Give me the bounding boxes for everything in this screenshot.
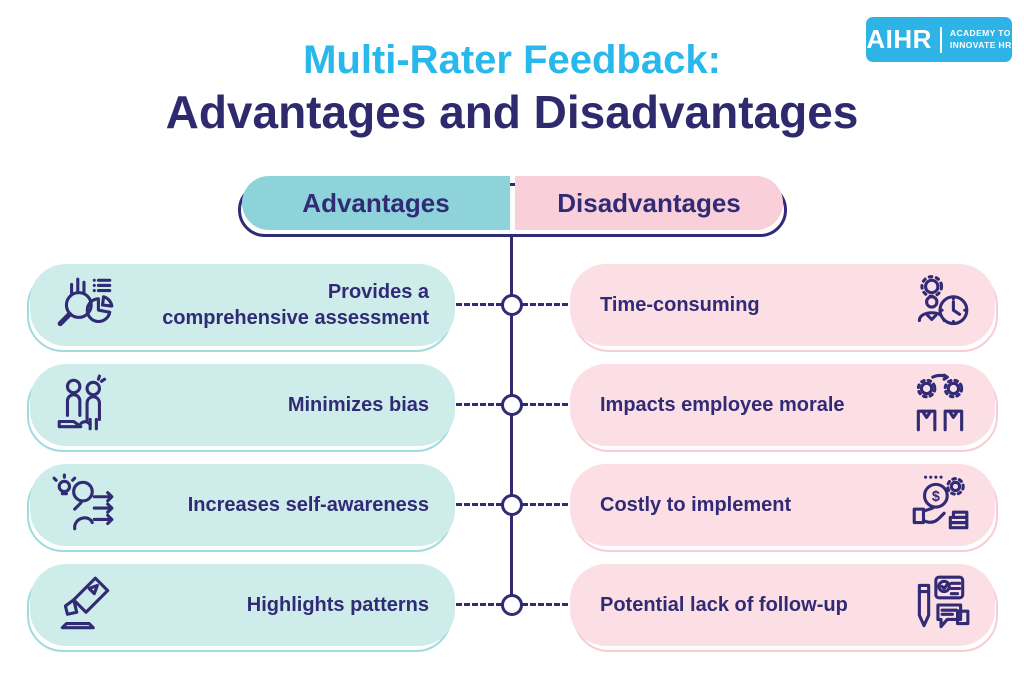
- connector-node: [501, 294, 523, 316]
- disadvantage-label: Costly to implement: [600, 494, 792, 516]
- advantage-card-4: Highlights patterns: [30, 564, 455, 646]
- connector-dash-left: [456, 503, 502, 506]
- logo-tagline-line2: INNOVATE HR: [949, 39, 1012, 50]
- connector-dash-left: [456, 303, 502, 306]
- people-on-hand-icon: [52, 372, 118, 438]
- connector-dash-left: [456, 403, 502, 406]
- people-gears-icon: [907, 372, 973, 438]
- advantage-card-2: Minimizes bias: [30, 364, 455, 446]
- disadvantage-card-4: Potential lack of follow-up: [570, 564, 995, 646]
- advantage-card-1: Provides a comprehensive assessment: [30, 264, 455, 346]
- connector-dash-right: [522, 403, 568, 406]
- connector-dash-left: [456, 603, 502, 606]
- logo-tagline: ACADEMY TO INNOVATE HR: [950, 28, 1012, 50]
- magnifier-analytics-icon: [52, 272, 118, 338]
- disadvantage-label: Time-consuming: [600, 294, 760, 316]
- advantage-label: Highlights patterns: [246, 594, 429, 616]
- column-headers: Advantages Disadvantages: [238, 176, 787, 237]
- advantage-card-3: Increases self-awareness: [30, 464, 455, 546]
- disadvantage-card-3: Costly to implement $: [570, 464, 995, 546]
- document-feedback-icon: [907, 572, 973, 638]
- header-outline-shadow: [238, 183, 787, 237]
- hand-money-gear-icon: $: [907, 472, 973, 538]
- person-clock-icon: [907, 272, 973, 338]
- disadvantages-header: Disadvantages: [515, 176, 783, 230]
- logo-divider: [939, 26, 942, 53]
- center-timeline: [510, 236, 513, 606]
- aihr-logo: AIHR ACADEMY TO INNOVATE HR: [866, 17, 1012, 62]
- advantage-label: Minimizes bias: [287, 394, 429, 416]
- logo-brand-text: AIHR: [866, 24, 932, 54]
- advantages-header: Advantages: [242, 176, 510, 230]
- advantage-label: Provides a comprehensive assessment: [162, 281, 429, 329]
- connector-dash-right: [522, 503, 568, 506]
- disadvantage-label: Impacts employee morale: [600, 394, 845, 416]
- logo-tagline-line1: ACADEMY TO: [949, 28, 1011, 39]
- highlighter-pen-icon: [52, 572, 118, 638]
- title-subject: Multi-Rater Feedback:: [303, 38, 721, 82]
- title-topic: Advantages and Disadvantages: [165, 86, 859, 138]
- disadvantage-card-2: Impacts employee morale: [570, 364, 995, 446]
- connector-node: [501, 494, 523, 516]
- disadvantage-card-1: Time-consuming: [570, 264, 995, 346]
- page-title: Multi-Rater Feedback: Advantages and Dis…: [0, 40, 1024, 135]
- connector-dash-right: [522, 603, 568, 606]
- person-idea-arrows-icon: [52, 472, 118, 538]
- connector-node: [501, 594, 523, 616]
- advantage-label: Increases self-awareness: [187, 494, 429, 516]
- svg-text:$: $: [932, 489, 940, 505]
- disadvantage-label: Potential lack of follow-up: [600, 594, 848, 616]
- connector-node: [501, 394, 523, 416]
- connector-dash-right: [522, 303, 568, 306]
